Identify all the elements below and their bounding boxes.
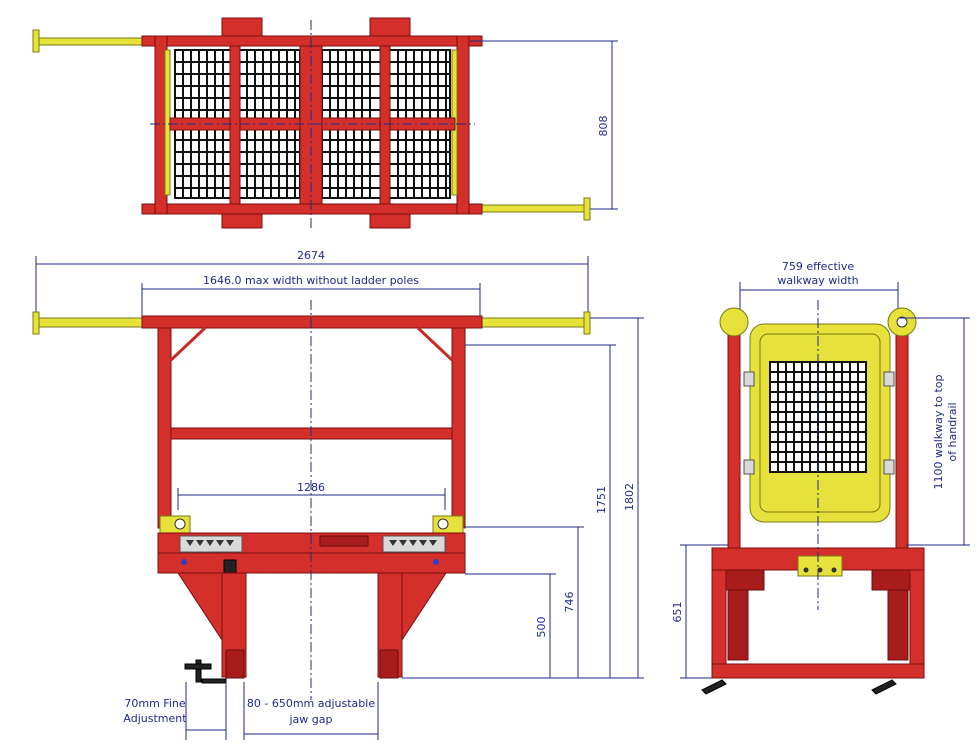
dim-height-1751: 1751: [595, 486, 608, 514]
dim-overall-width: 2674: [297, 249, 325, 262]
callout-fine-adjust-1: 70mm Fine: [124, 697, 185, 710]
dim-height-1802: 1802: [623, 483, 636, 511]
dim-side-651: 651: [671, 602, 684, 623]
top-view: 808: [32, 17, 618, 230]
front-view: 2674 1646.0 max width without ladder pol…: [32, 249, 644, 740]
dim-top-depth: 808: [597, 116, 610, 137]
dim-height-500: 500: [535, 617, 548, 638]
callout-jaw-gap-1: 80 - 650mm adjustable: [247, 697, 375, 710]
callout-jaw-gap-2: jaw gap: [289, 713, 333, 726]
dim-height-746: 746: [563, 592, 576, 613]
dim-max-width: 1646.0 max width without ladder poles: [203, 274, 419, 287]
callout-fine-adjust-2: Adjustment: [123, 712, 187, 725]
side-view: 759 effective walkway width: [671, 260, 970, 695]
dim-handrail-2: of handrail: [946, 402, 959, 461]
dim-handrail-1: 1100 walkway to top: [932, 375, 945, 490]
dim-walkway-2: walkway width: [777, 274, 858, 287]
dim-walkway-1: 759 effective: [782, 260, 855, 273]
